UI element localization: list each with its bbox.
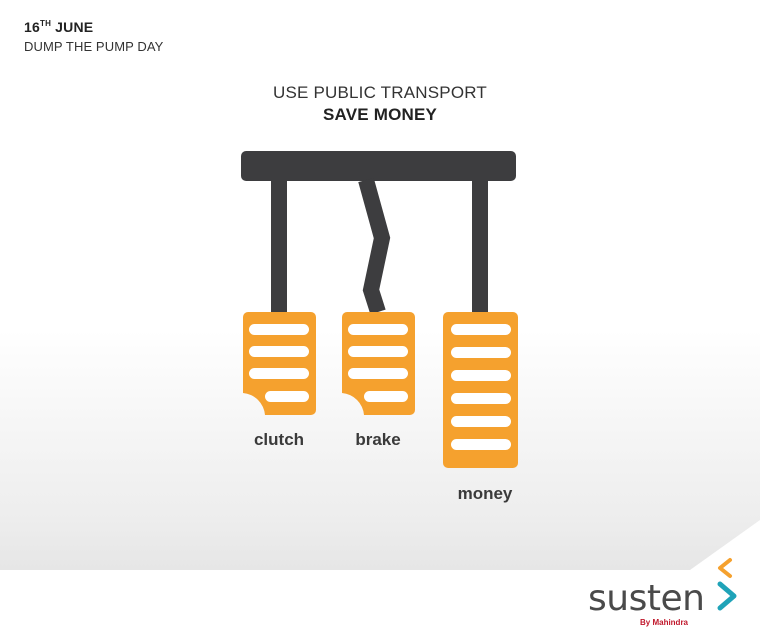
brake-stem — [358, 177, 391, 315]
bottom-band — [0, 570, 760, 638]
event-date: 16TH JUNE — [24, 19, 94, 35]
event-name: DUMP THE PUMP DAY — [24, 39, 164, 54]
subheadline: SAVE MONEY — [322, 105, 438, 124]
headline: USE PUBLIC TRANSPORT — [272, 83, 488, 102]
money-pedal — [443, 312, 518, 468]
brake-pedal — [342, 312, 415, 415]
pedal-bar — [241, 151, 516, 181]
brand-logo-text: susten — [588, 578, 705, 619]
money-stem — [472, 180, 488, 314]
brand-byline: By Mahindra — [640, 618, 689, 627]
brake-label: brake — [355, 430, 401, 449]
clutch-pedal — [243, 312, 316, 415]
clutch-stem — [271, 180, 287, 312]
brand-chevron-icon — [717, 558, 737, 611]
clutch-label: clutch — [253, 430, 305, 449]
money-label: money — [457, 484, 513, 503]
